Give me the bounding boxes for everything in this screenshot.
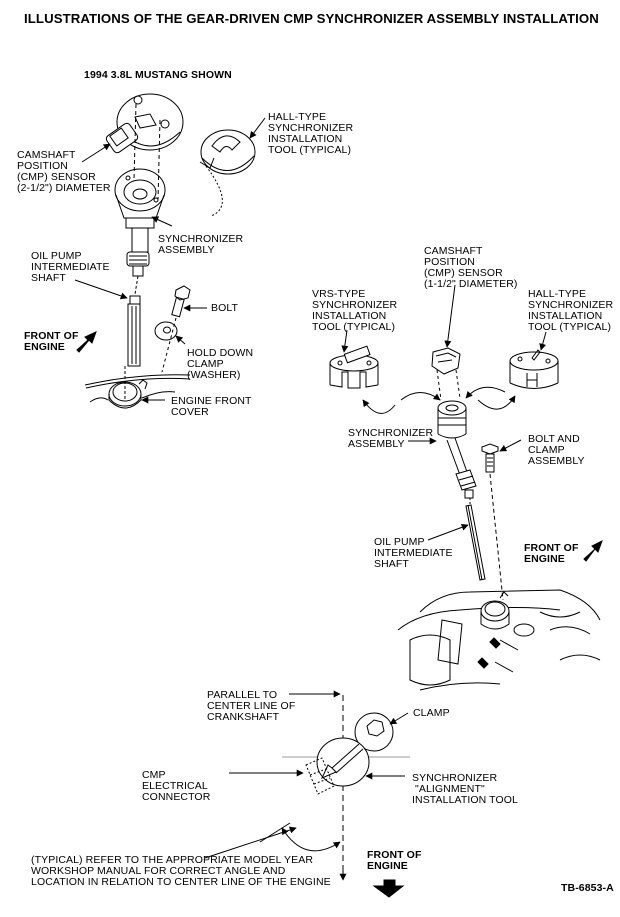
left-engine-front-cover-label: ENGINE FRONT COVER [171,395,252,418]
left-front-of-engine-arrow-icon [76,331,97,353]
left-oil-pump-shaft-label: OIL PUMP INTERMEDIATE SHAFT [31,250,110,284]
diagram-title: ILLUSTRATIONS OF THE GEAR-DRIVEN CMP SYN… [24,11,599,26]
right-hall-tool-drawing [509,349,559,389]
typical-note-label: (TYPICAL) REFER TO THE APPROPRIATE MODEL… [31,854,331,888]
bottom-front-of-engine-arrow-icon [372,879,405,898]
right-synchronizer-drawing [437,400,477,499]
right-bolt-drawing [481,443,504,601]
alignment-tool-label: SYNCHRONIZER "ALIGNMENT" INSTALLATION TO… [412,772,518,806]
clamp-label: CLAMP [413,707,450,719]
right-front-of-engine-label: FRONT OF ENGINE [524,542,579,565]
left-cmp-sensor-drawing [105,93,184,154]
left-hall-tool-drawing [199,129,256,217]
right-oil-pump-shaft-label: OIL PUMP INTERMEDIATE SHAFT [374,536,453,570]
right-cmp-sensor-label: CAMSHAFT POSITION (CMP) SENSOR (1-1/2" D… [424,245,518,290]
right-hall-tool-label: HALL-TYPE SYNCHRONIZER INSTALLATION TOOL… [528,288,614,333]
parallel-to-crankshaft-label: PARALLEL TO CENTER LINE OF CRANKSHAFT [207,689,296,723]
left-synchronizer-label: SYNCHRONIZER ASSEMBLY [158,233,244,256]
left-hall-tool-label: HALL-TYPE SYNCHRONIZER INSTALLATION TOOL… [268,111,354,156]
left-hold-down-clamp-label: HOLD DOWN CLAMP (WASHER) [187,347,254,381]
left-subtitle: 1994 3.8L MUSTANG SHOWN [84,69,232,81]
figure-id: TB-6853-A [561,882,614,894]
left-cmp-sensor-label: CAMSHAFT POSITION (CMP) SENSOR (2-1/2") … [17,149,111,194]
cmp-connector-label: CMP ELECTRICAL CONNECTOR [142,769,211,803]
right-synchronizer-label: SYNCHRONIZER ASSEMBLY [348,427,434,450]
bottom-front-of-engine-label: FRONT OF ENGINE [367,849,422,872]
right-bolt-clamp-label: BOLT AND CLAMP ASSEMBLY [528,433,585,467]
left-oil-pump-shaft-drawing [127,275,141,367]
left-front-of-engine-label: FRONT OF ENGINE [24,330,79,353]
right-vrs-tool-drawing [329,345,379,389]
right-vrs-tool-label: VRS-TYPE SYNCHRONIZER INSTALLATION TOOL … [312,288,398,333]
right-front-of-engine-arrow-icon [583,539,603,562]
right-oil-pump-shaft-drawing [465,498,486,581]
right-engine-drawing [397,589,601,691]
left-synchronizer-drawing [114,103,166,277]
left-bolt-drawing [154,285,191,373]
alignment-diagram [259,695,410,881]
right-cmp-sensor-drawing [431,347,461,401]
left-bolt-label: BOLT [211,302,239,314]
